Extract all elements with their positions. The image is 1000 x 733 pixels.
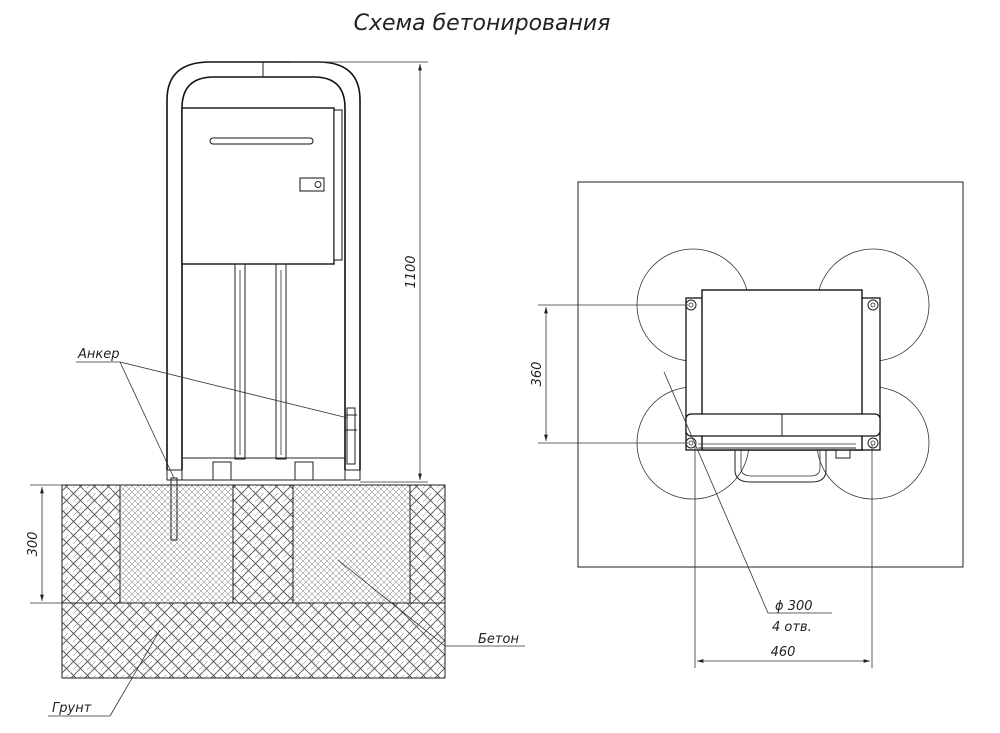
handle bbox=[734, 450, 827, 483]
dim-width: 460 bbox=[771, 645, 796, 660]
post-right bbox=[275, 263, 287, 460]
label-hole-diameter: ϕ 300 bbox=[775, 599, 813, 614]
dim-bolt-spacing: 360 bbox=[530, 362, 545, 387]
top-view: 360 460 ϕ 300 4 отв. bbox=[530, 181, 964, 668]
foundation-outline bbox=[577, 181, 964, 568]
frame-inner bbox=[181, 76, 346, 470]
base-foot-left bbox=[212, 461, 232, 481]
label-concrete: Бетон bbox=[478, 632, 519, 647]
label-anchor: Анкер bbox=[77, 347, 120, 362]
lock-icon bbox=[299, 177, 325, 192]
side-view: Анкер Бетон Грунт 1100 300 bbox=[26, 61, 525, 717]
post-left bbox=[234, 263, 246, 460]
frame-outer bbox=[166, 61, 361, 470]
label-hole-count: 4 отв. bbox=[772, 620, 812, 635]
dim-height: 1100 bbox=[404, 255, 419, 288]
label-soil: Грунт bbox=[52, 701, 92, 716]
dim-depth: 300 bbox=[26, 532, 41, 557]
anchor-bolt-right bbox=[346, 407, 356, 465]
concrete-pit-right bbox=[292, 484, 411, 604]
mail-slot bbox=[209, 137, 314, 145]
drawing-title: Схема бетонирования bbox=[354, 11, 611, 36]
cabinet-door-edge bbox=[333, 109, 343, 261]
frame-tube-top bbox=[685, 413, 881, 437]
base-foot-right bbox=[294, 461, 314, 481]
